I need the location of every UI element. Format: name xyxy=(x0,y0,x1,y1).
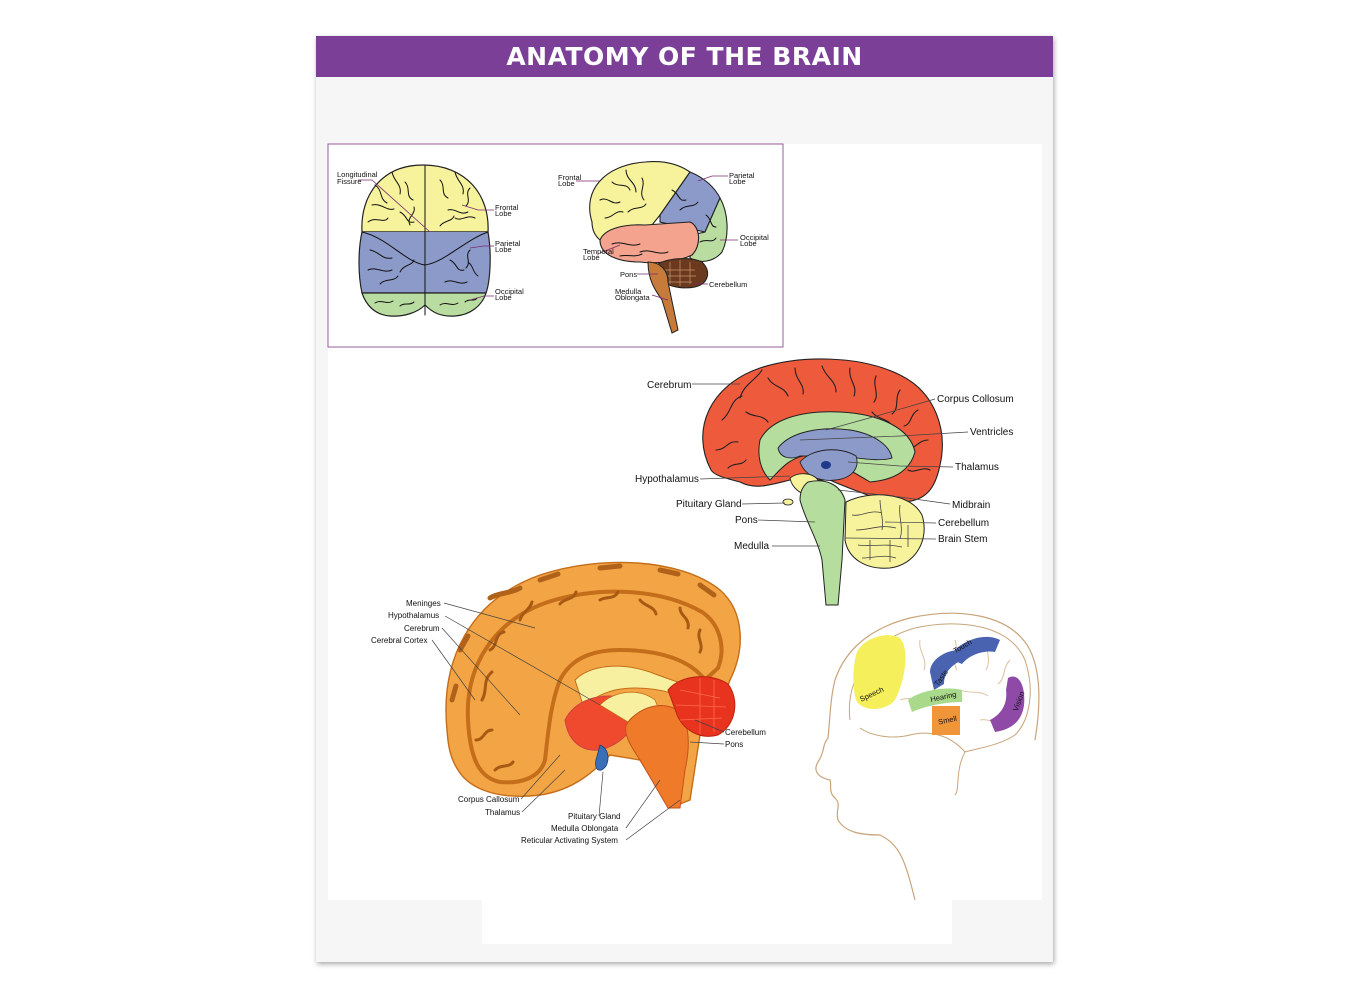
label-top-frontal-2: Lobe xyxy=(495,209,512,218)
label-midbrain: Midbrain xyxy=(952,500,990,511)
top-view-brain xyxy=(358,164,491,317)
label-reticular-system: Reticular Activating System xyxy=(521,836,618,845)
label-brain-stem: Brain Stem xyxy=(938,534,987,545)
label-side-parietal-2: Lobe xyxy=(729,177,746,186)
label-side-frontal-2: Lobe xyxy=(558,179,575,188)
lobes-panel-frame xyxy=(327,143,784,348)
sagittal-leaders xyxy=(692,383,969,547)
label-top-occipital-2: Lobe xyxy=(495,293,512,302)
label-cerebral-cortex: Cerebral Cortex xyxy=(371,636,427,645)
label-medulla: Medulla xyxy=(734,541,769,552)
label-orange-pituitary: Pituitary Gland xyxy=(568,812,620,821)
label-pituitary-gland: Pituitary Gland xyxy=(676,499,742,510)
label-side-occipital-2: Lobe xyxy=(740,239,757,248)
label-side-cerebellum: Cerebellum xyxy=(709,280,747,289)
label-ventricles: Ventricles xyxy=(970,427,1013,438)
label-cerebellum: Cerebellum xyxy=(938,518,989,529)
content-panel-bottom xyxy=(482,898,952,944)
label-orange-thalamus: Thalamus xyxy=(485,808,520,817)
label-longitudinal-fissure-1: Longitudinal xyxy=(337,170,378,179)
label-orange-pons: Pons xyxy=(725,740,743,749)
orange-brain xyxy=(445,561,741,809)
label-side-pons: Pons xyxy=(620,270,637,279)
orange-brain-leaders xyxy=(431,602,725,841)
label-side-medulla-2: Oblongata xyxy=(615,293,650,302)
label-cerebrum: Cerebrum xyxy=(647,380,691,391)
label-top-frontal-1: Frontal xyxy=(495,203,519,212)
label-side-parietal-1: Parietal xyxy=(729,171,755,180)
label-hypothalamus: Hypothalamus xyxy=(635,474,699,485)
label-side-medulla-1: Medulla xyxy=(615,287,642,296)
label-top-parietal-2: Lobe xyxy=(495,245,512,254)
label-orange-cerebellum: Cerebellum xyxy=(725,728,766,737)
page-title: ANATOMY OF THE BRAIN xyxy=(506,42,863,71)
label-side-occipital-1: Occipital xyxy=(740,233,769,242)
side-view-brain xyxy=(589,161,728,334)
label-orange-cerebrum: Cerebrum xyxy=(404,624,440,633)
label-longitudinal-fissure-2: Fissure xyxy=(337,177,362,186)
label-medulla-oblongata: Medulla Oblongata xyxy=(551,824,619,833)
label-corpus-collosum: Corpus Collosum xyxy=(937,394,1014,405)
head-sensory-areas xyxy=(815,612,1040,901)
label-meninges: Meninges xyxy=(406,599,441,608)
label-side-temporal-2: Lobe xyxy=(583,253,600,262)
label-pons: Pons xyxy=(735,515,758,526)
label-top-parietal-1: Parietal xyxy=(495,239,521,248)
label-corpus-callosum: Corpus Callosum xyxy=(458,795,520,804)
sagittal-brain xyxy=(702,358,943,606)
title-banner: ANATOMY OF THE BRAIN xyxy=(316,36,1053,77)
top-view-leaders xyxy=(358,179,494,301)
label-orange-hypothalamus: Hypothalamus xyxy=(388,611,439,620)
label-top-occipital-1: Occipital xyxy=(495,287,524,296)
label-side-temporal-1: Temporal xyxy=(583,247,614,256)
label-side-frontal-1: Frontal xyxy=(558,173,582,182)
label-smell: Smell xyxy=(937,714,958,727)
label-thalamus: Thalamus xyxy=(955,462,999,473)
side-view-leaders xyxy=(576,175,738,301)
